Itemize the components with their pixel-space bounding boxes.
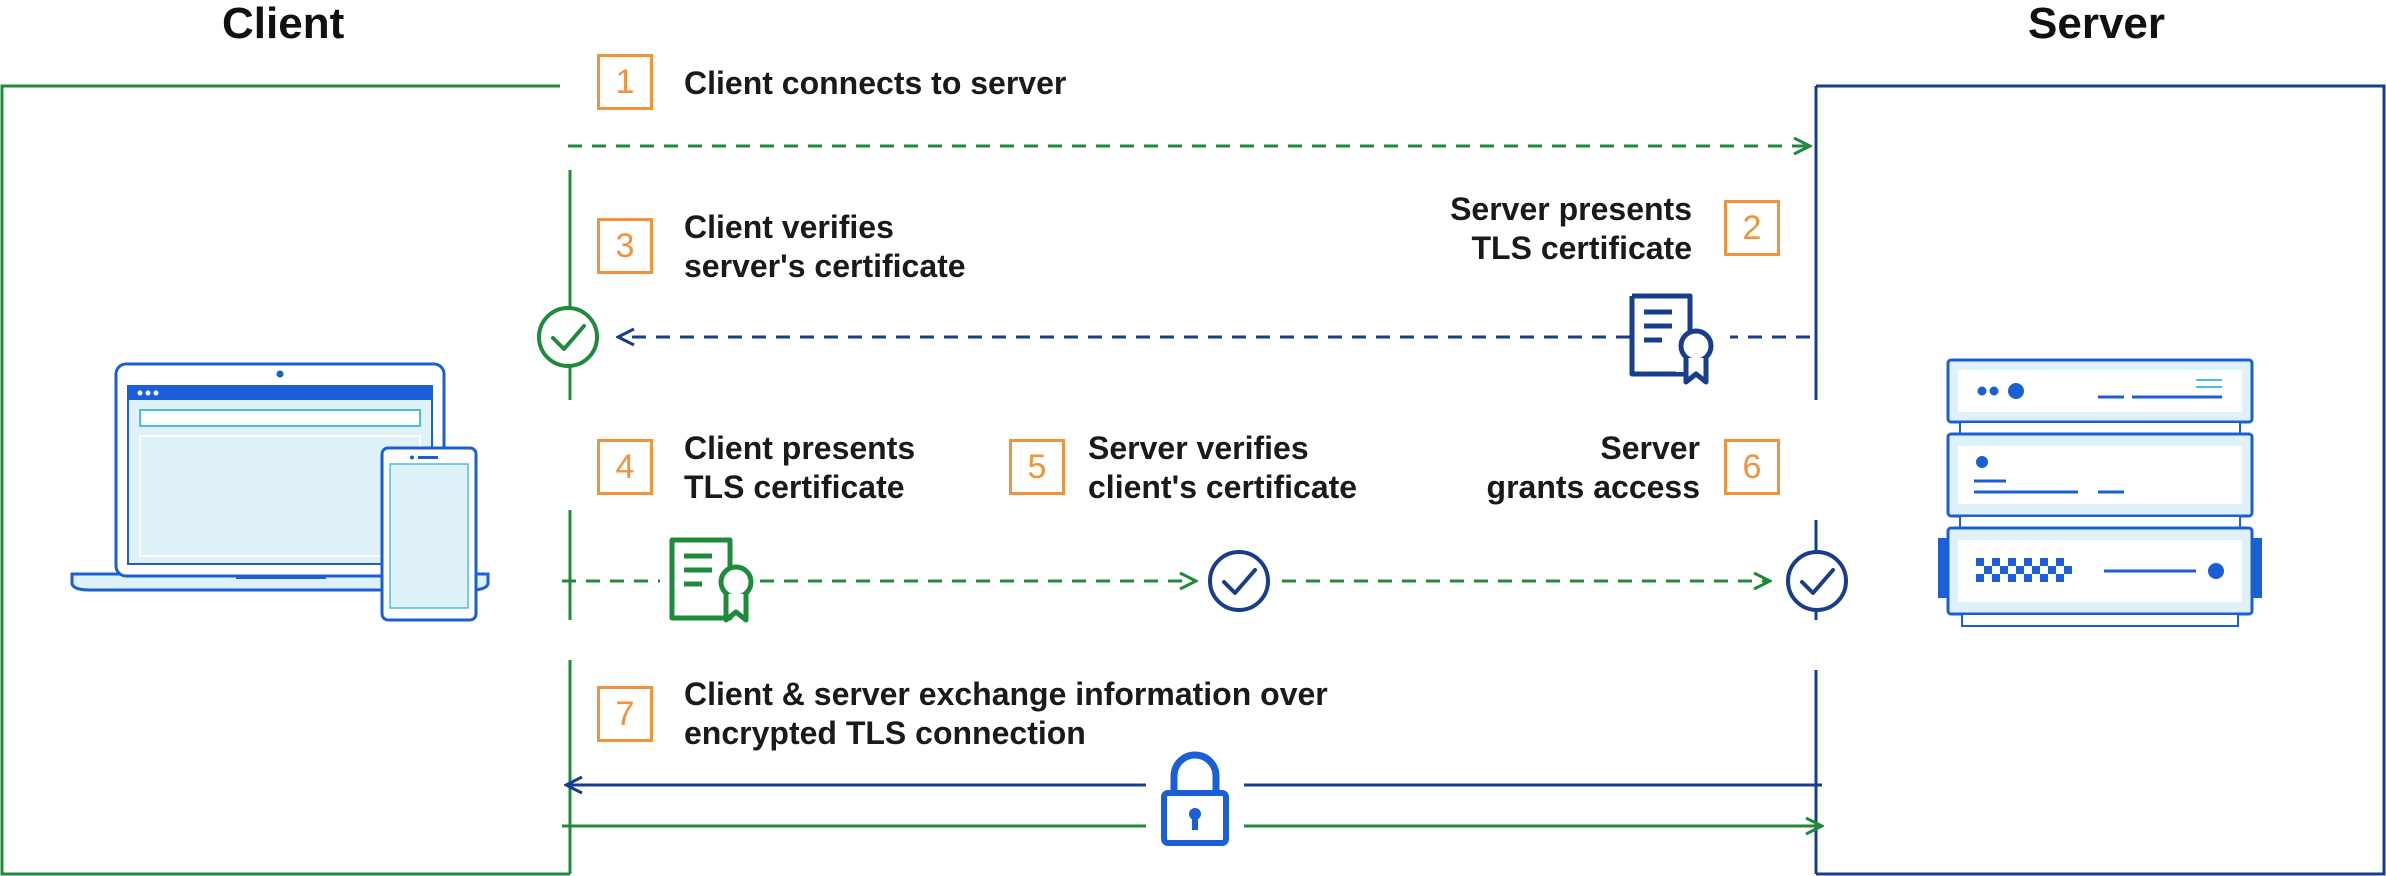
client-verified-checkmark-icon (537, 306, 599, 368)
step-4-line-1: Client presents (684, 430, 916, 466)
step-3-line-2: server's certificate (684, 248, 966, 284)
step-5-badge: 5 (1009, 439, 1065, 495)
step-2-line-2: TLS certificate (1471, 230, 1692, 266)
step-7-badge: 7 (597, 686, 653, 742)
step-2-label: Server presents TLS certificate (1360, 190, 1692, 268)
step-5-label: Server verifies client's certificate (1088, 429, 1357, 507)
server-rack-icon (1938, 358, 2262, 627)
step-4-badge: 4 (597, 439, 653, 495)
step-4-label: Client presents TLS certificate (684, 429, 915, 507)
step-7-line-1: Client & server exchange information ove… (684, 676, 1328, 712)
server-certificate-icon (1629, 293, 1714, 385)
step-2-line-1: Server presents (1450, 191, 1692, 227)
step-5-line-1: Server verifies (1088, 430, 1309, 466)
access-granted-checkmark-icon (1786, 550, 1848, 612)
step-5-line-2: client's certificate (1088, 469, 1358, 505)
step-7-line-2: encrypted TLS connection (684, 715, 1086, 751)
step-4-line-2: TLS certificate (684, 469, 905, 505)
step-3-badge: 3 (597, 218, 653, 274)
laptop-and-phone-icon (70, 362, 490, 622)
client-heading: Client (222, 0, 345, 48)
server-frame (1816, 84, 2386, 876)
step-6-label: Server grants access (1400, 429, 1700, 507)
client-certificate-icon (669, 537, 754, 623)
server-verified-checkmark-icon (1208, 550, 1270, 612)
step-3-line-1: Client verifies (684, 209, 894, 245)
step-6-line-1: Server (1600, 430, 1700, 466)
step-6-line-2: grants access (1486, 469, 1700, 505)
step-7-label: Client & server exchange information ove… (684, 675, 1328, 753)
step-1-line-1: Client connects to server (684, 65, 1067, 101)
step-6-badge: 6 (1724, 439, 1780, 495)
padlock-icon (1161, 751, 1229, 846)
step-1-label: Client connects to server (684, 64, 1066, 103)
server-heading: Server (2028, 0, 2166, 48)
client-frame (0, 84, 570, 876)
step-2-badge: 2 (1724, 200, 1780, 256)
step-1-badge: 1 (597, 54, 653, 110)
step-3-label: Client verifies server's certificate (684, 208, 966, 286)
